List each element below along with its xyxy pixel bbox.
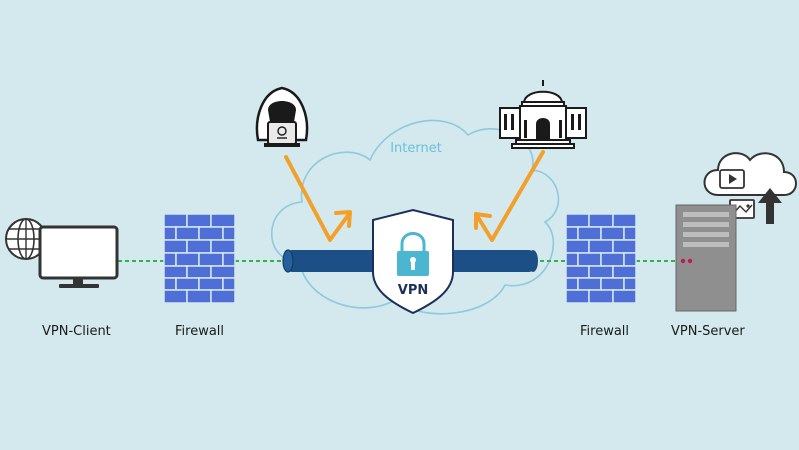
attack-arrow-left bbox=[284, 155, 352, 242]
government-building-icon bbox=[499, 80, 587, 149]
shield-lock-icon: VPN bbox=[372, 208, 454, 315]
firewall-left-icon bbox=[163, 213, 236, 304]
attack-arrow-right bbox=[474, 150, 545, 242]
vpn-label: VPN bbox=[398, 283, 428, 298]
internet-label: Internet bbox=[390, 141, 442, 156]
hooded-hacker-icon bbox=[255, 86, 309, 147]
firewall-left-label: Firewall bbox=[175, 324, 225, 339]
server-tower-icon bbox=[675, 204, 737, 312]
computer-globe-icon bbox=[5, 218, 119, 288]
vpn-client-label: VPN-Client bbox=[42, 324, 111, 339]
vpn-server-label: VPN-Server bbox=[671, 324, 745, 339]
firewall-right-label: Firewall bbox=[580, 324, 630, 339]
firewall-right-icon bbox=[565, 213, 637, 304]
